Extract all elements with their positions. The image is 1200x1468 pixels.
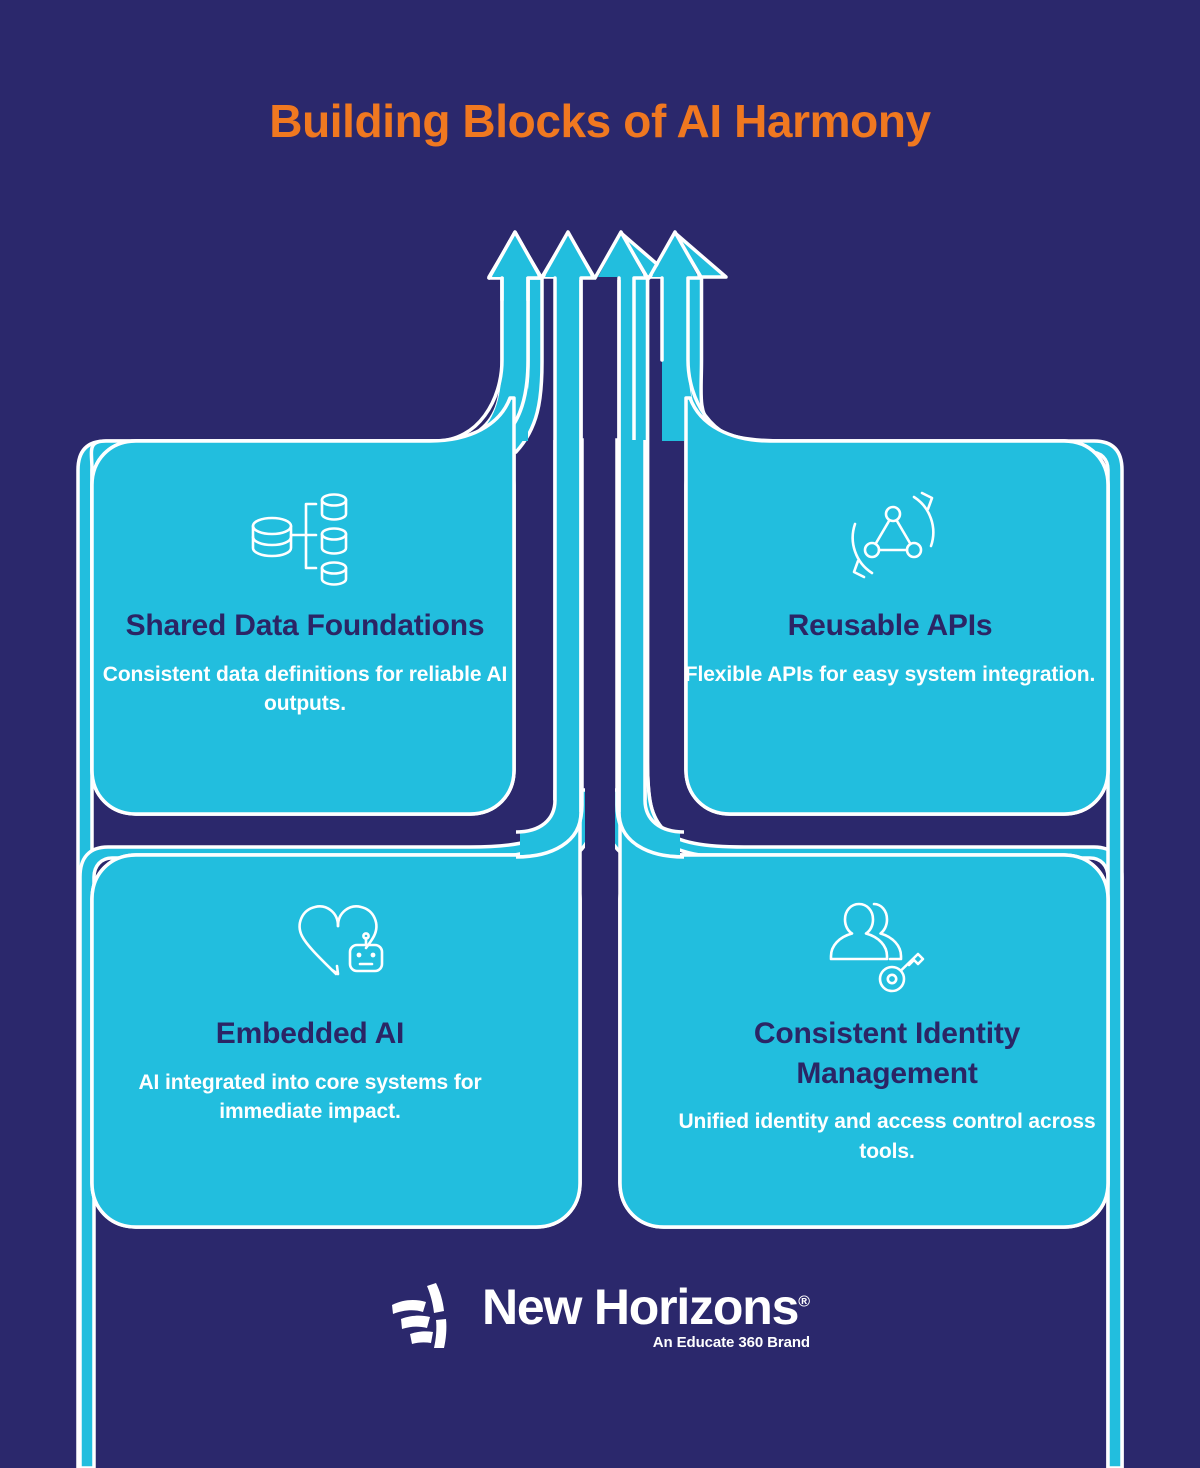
card-heading: Consistent Identity Management [753, 1017, 1021, 1090]
registered-mark: ® [798, 1293, 810, 1311]
database-hierarchy-icon [248, 484, 358, 586]
card-body-text: Unified identity and access control acro… [678, 1110, 1096, 1163]
page-title: Building Blocks of AI Harmony [269, 95, 931, 147]
card-heading: Shared Data Foundations [125, 609, 485, 642]
new-horizons-swoosh-icon [390, 1279, 468, 1351]
card-heading: Embedded AI [215, 1017, 405, 1050]
card-embedded-ai: Embedded AI AI integrated into core syst… [95, 1014, 525, 1126]
card-body-text: Consistent data definitions for reliable… [102, 662, 508, 715]
brand-name: New Horizons® [482, 1279, 810, 1335]
stems-overlay [515, 440, 685, 859]
heart-robot-icon [288, 898, 388, 994]
brand-tagline: An Educate 360 Brand [652, 1334, 810, 1351]
footer-logo: New Horizons® An Educate 360 Brand [0, 1278, 1200, 1351]
users-key-icon [822, 896, 928, 996]
card-heading: Reusable APIs [787, 609, 993, 642]
card-body-text: AI integrated into core systems for imme… [138, 1070, 482, 1123]
card-reusable-apis: Reusable APIs Flexible APIs for easy sys… [680, 606, 1100, 689]
api-network-refresh-icon [838, 484, 948, 586]
logo-text: New Horizons® An Educate 360 Brand [482, 1278, 810, 1351]
arrow-and-card-shapes [76, 230, 1124, 1468]
card-plates [90, 396, 1110, 1229]
card-consistent-identity-management: Consistent Identity Management Unified i… [672, 1014, 1102, 1166]
card-shared-data-foundations: Shared Data Foundations Consistent data … [95, 606, 515, 718]
card-body-text: Flexible APIs for easy system integratio… [684, 662, 1096, 686]
